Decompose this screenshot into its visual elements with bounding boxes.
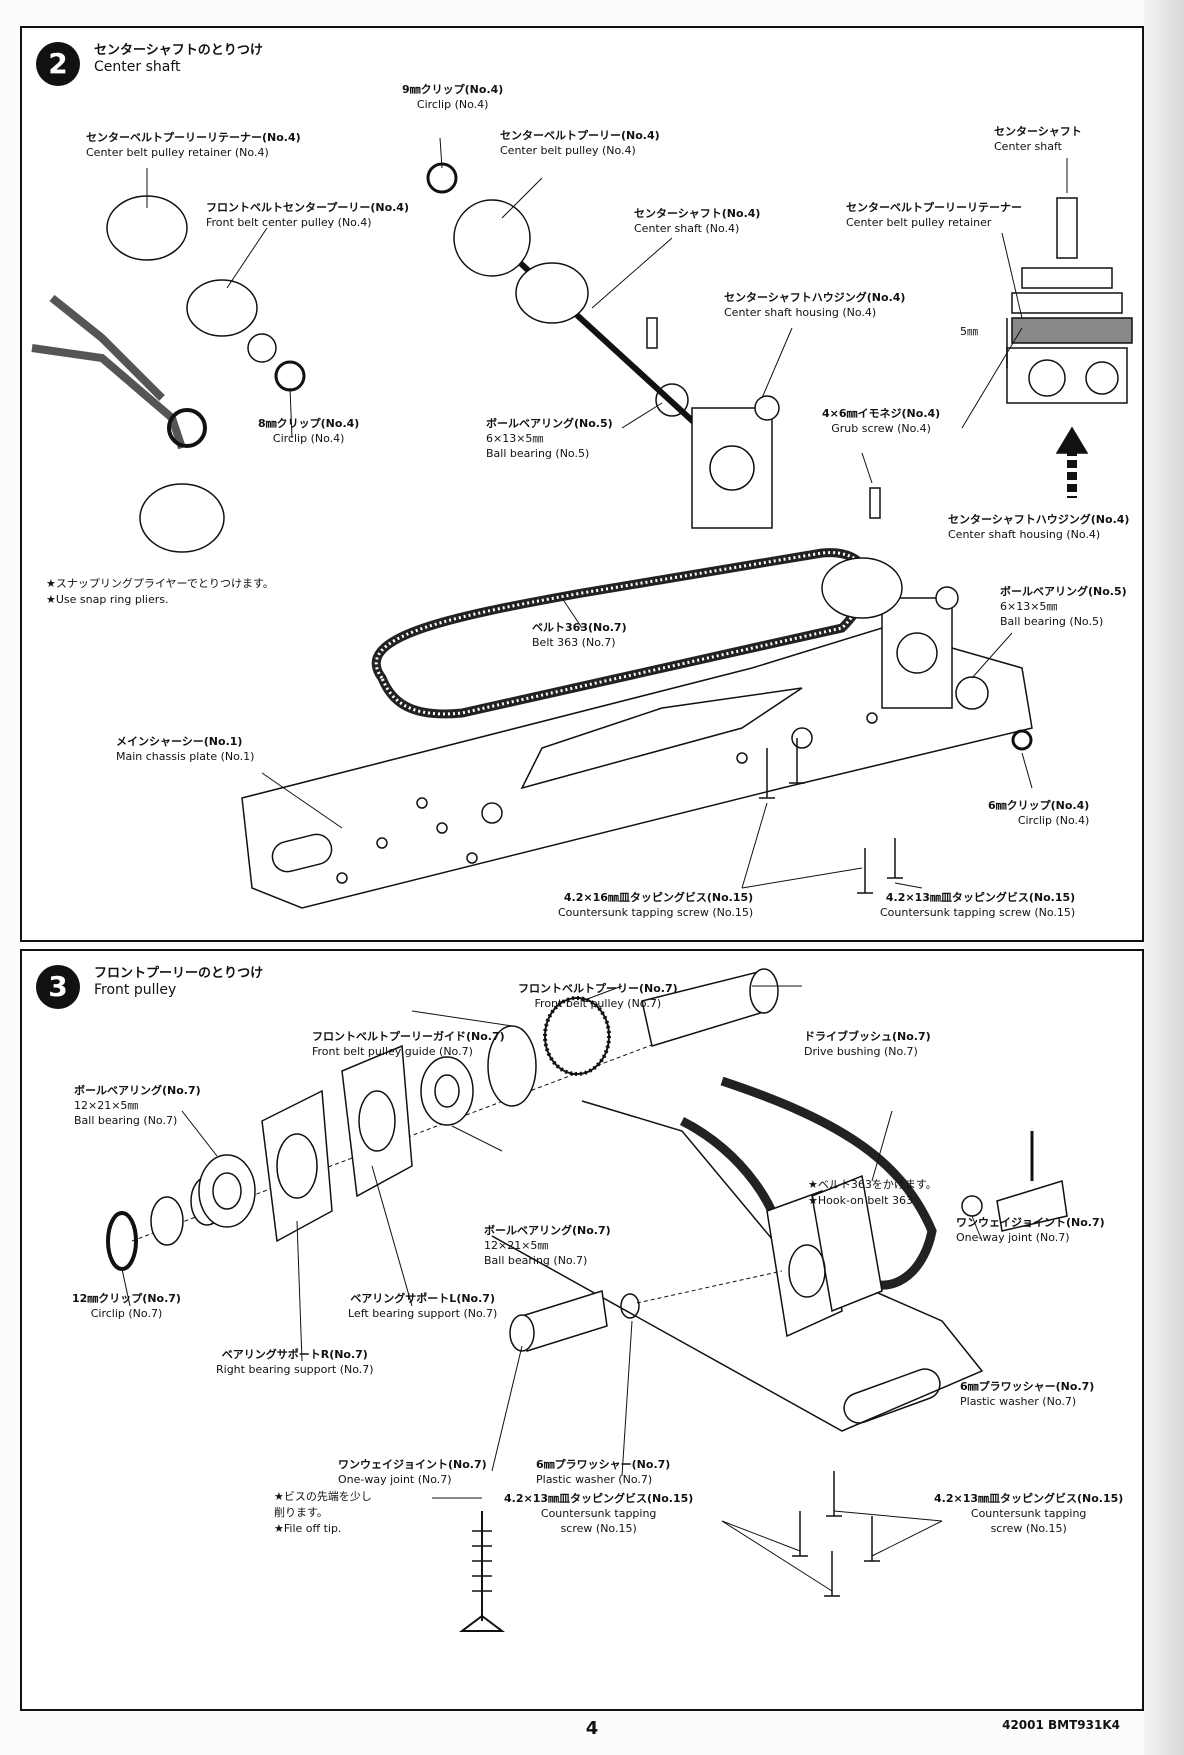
circlip-9mm: [426, 162, 458, 194]
label-circlip-8mm: 8㎜クリップ(No.4)Circlip (No.4): [258, 417, 360, 445]
note-hook-on-belt: ★ベルト363をかけます。★Hook-on belt 363: [808, 1178, 937, 1207]
label-belt: ベルト363(No.7)Belt 363 (No.7): [532, 621, 627, 649]
leader-lines: [121, 985, 983, 1592]
step-2-panel: 2 センターシャフトのとりつけ Center shaft: [20, 26, 1144, 942]
ball-bearing-left: [198, 1154, 256, 1228]
detail-center-shaft: [1056, 197, 1078, 259]
step-title: センターシャフトのとりつけ Center shaft: [94, 42, 263, 76]
step-title-en: Front pulley: [94, 982, 177, 998]
detail-retainer: [1011, 317, 1133, 344]
belt-front: [720, 1076, 937, 1290]
label-right-bearing-support: ベアリングサポートR(No.7)Right bearing support (N…: [216, 1348, 374, 1376]
pulley-assembly-small: [139, 483, 225, 553]
label-front-center-pulley: フロントベルトセンタープーリー(No.4)Front belt center p…: [206, 201, 409, 229]
one-way-joint-left: [521, 1290, 608, 1352]
step-title-en: Center shaft: [94, 59, 181, 75]
label-detail-dim: 5㎜: [960, 325, 978, 338]
plastic-washer-right: [961, 1195, 983, 1217]
chassis-slot: [271, 833, 333, 873]
ball-bearing-mid: [420, 1056, 474, 1126]
center-shaft: [479, 225, 725, 451]
shaft-housing-right: [881, 597, 953, 709]
page-number: 4: [585, 1718, 599, 1739]
file-off-screw: [459, 1511, 505, 1632]
note-file-off-tip: ★ビスの先端を少し削ります。★File off tip.: [274, 1490, 372, 1535]
plastic-washer-left: [620, 1293, 640, 1319]
label-shaft-housing-right: センターシャフトハウジング(No.4)Center shaft housing …: [948, 513, 1130, 541]
leader-lines: [146, 137, 1068, 889]
right-bearing-support: [261, 1089, 333, 1243]
chassis-cutout: [520, 687, 803, 790]
tapping-screws: [759, 738, 903, 894]
label-left-bearing-support: ベアリングサポートL(No.7)Left bearing support (No…: [348, 1292, 498, 1320]
scan-shadow: [1144, 0, 1184, 1755]
circlip-6mm: [1011, 729, 1033, 751]
label-pulley-retainer: センターベルトプーリーリテーナー(No.4)Center belt pulley…: [86, 131, 301, 159]
step-number: 3: [36, 965, 80, 1009]
step-2-illustration: [31, 137, 1133, 909]
label-grub-screw: 4×6㎜イモネジ(No.4)Grub screw (No.4): [822, 407, 941, 435]
label-circlip-6mm: 6㎜クリップ(No.4)Circlip (No.4): [988, 799, 1090, 827]
step-number: 2: [36, 42, 80, 86]
ball-bearing-right: [955, 676, 989, 710]
label-circlip-12mm: 12㎜クリップ(No.7)Circlip (No.7): [72, 1292, 181, 1320]
label-front-belt-pulley: フロントベルトプーリー(No.7)Front belt pulley (No.7…: [518, 982, 678, 1010]
left-bearing-support: [341, 1044, 413, 1198]
step-3-illustration: [106, 968, 1068, 1632]
note-snap-ring-pliers: ★スナップリングプライヤーでとりつけます。★Use snap ring plie…: [46, 577, 274, 606]
circlip-8mm: [274, 360, 306, 392]
label-screw-left: 4.2×13㎜皿タッピングビス(No.15)Countersunk tappin…: [504, 1492, 694, 1535]
label-screw-16mm: 4.2×16㎜皿タッピングビス(No.15)Countersunk tappin…: [558, 891, 754, 919]
one-way-joint-right: [996, 1180, 1068, 1232]
grub-screw: [646, 317, 658, 349]
circlip-12mm: [106, 1211, 138, 1271]
chassis-plate: [241, 627, 1033, 909]
shaft-housing-left: [691, 407, 773, 529]
center-belt-pulley-upper: [453, 199, 531, 277]
label-screw-right: 4.2×13㎜皿タッピングビス(No.15)Countersunk tappin…: [934, 1492, 1124, 1535]
front-center-pulley: [186, 279, 258, 337]
label-pulley-guide: フロントベルトプーリーガイド(No.7)Front belt pulley gu…: [312, 1030, 505, 1058]
snap-ring-pliers: [31, 294, 186, 450]
step-title-jp: センターシャフトのとりつけ: [94, 43, 263, 58]
tapping-screws: [792, 1471, 880, 1597]
chassis-plate-front: [491, 1100, 984, 1432]
label-center-shaft: センターシャフト(No.4)Center shaft (No.4): [634, 207, 761, 235]
label-one-way-joint-left: ワンウェイジョイント(No.7)One-way joint (No.7): [338, 1458, 487, 1486]
step-title: フロントプーリーのとりつけ Front pulley: [94, 965, 263, 999]
label-center-pulley: センターベルトプーリー(No.4)Center belt pulley (No.…: [500, 129, 660, 157]
label-circlip-9mm: 9㎜クリップ(No.4)Circlip (No.4): [402, 83, 504, 111]
step-title-jp: フロントプーリーのとりつけ: [94, 966, 264, 981]
ball-bearing-left: [655, 383, 689, 417]
label-shaft-housing: センターシャフトハウジング(No.4)Center shaft housing …: [724, 291, 906, 319]
step-3-panel: 3 フロントプーリーのとりつけ Front pulley: [20, 949, 1144, 1711]
center-belt-pulley: [821, 557, 903, 619]
document-code: 42001 BMT931K4: [1002, 1718, 1120, 1732]
label-washer-left: 6㎜プラワッシャー(No.7)Plastic washer (No.7): [536, 1458, 671, 1486]
label-drive-bushing: ドライブブッシュ(No.7)Drive bushing (No.7): [804, 1030, 931, 1058]
label-screw-13mm: 4.2×13㎜皿タッピングビス(No.15)Countersunk tappin…: [880, 891, 1076, 919]
label-washer-right: 6㎜プラワッシャー(No.7)Plastic washer (No.7): [960, 1380, 1095, 1408]
label-chassis: メインシャーシー(No.1)Main chassis plate (No.1): [116, 735, 255, 763]
label-one-way-joint-right: ワンウェイジョイント(No.7)One-way joint (No.7): [956, 1216, 1105, 1244]
chassis-holes: [336, 712, 878, 884]
